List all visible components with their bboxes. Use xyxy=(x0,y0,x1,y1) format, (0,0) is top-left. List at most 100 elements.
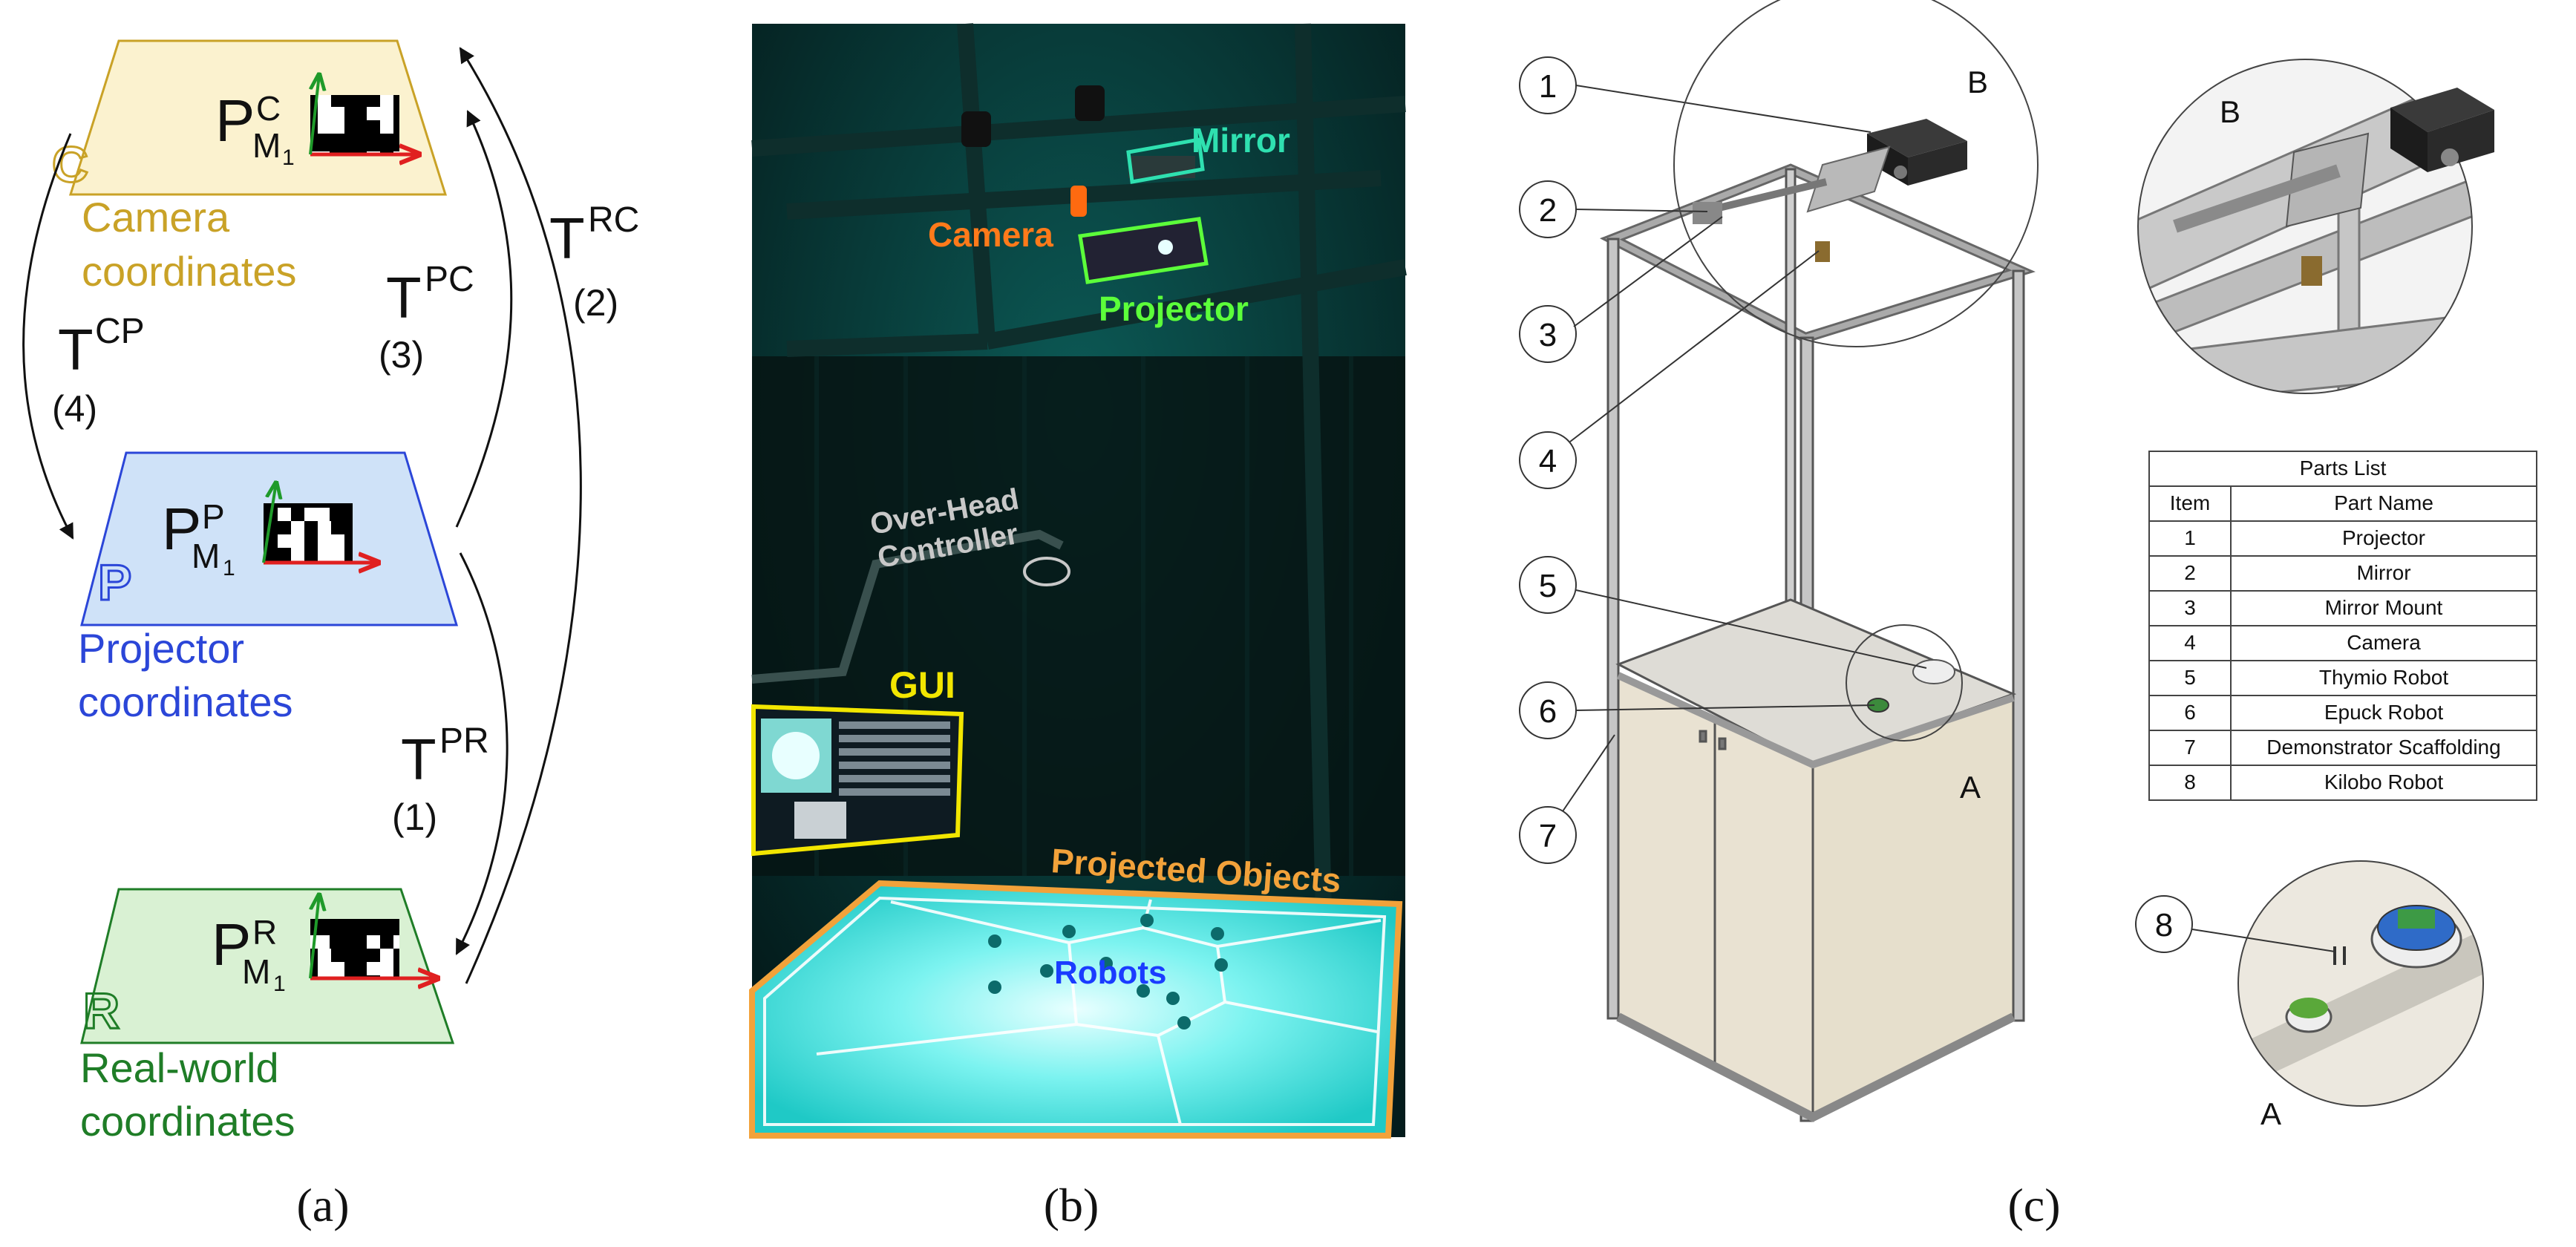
real-point-sub: M xyxy=(242,952,270,991)
aruco-marker-icon xyxy=(264,503,353,563)
projector-device xyxy=(1867,119,1967,186)
parts-table-cell-name: Thymio Robot xyxy=(2319,666,2449,689)
callout-2: 2 xyxy=(1539,192,1557,229)
camera-point-symbol: P xyxy=(215,88,255,154)
label-camera: Camera xyxy=(928,215,1053,254)
label-projector: Projector xyxy=(1099,289,1249,328)
detail-b-view: B xyxy=(2137,59,2494,394)
real-world-plane: R P R M 1 Real-world coordinates xyxy=(80,888,455,1145)
parts-table-header-item: Item xyxy=(2170,491,2210,514)
panel-a: C P C M 1 Camera coordinates P P P M 1 xyxy=(22,39,639,1145)
parts-table-cell-item: 8 xyxy=(2184,770,2196,793)
projector-label-line1: Projector xyxy=(78,625,244,672)
callouts xyxy=(1519,0,2039,864)
camera-marker-formula: P C M 1 xyxy=(215,74,419,170)
parts-table-cell-item: 6 xyxy=(2184,701,2196,724)
label-gui: GUI xyxy=(889,664,955,706)
real-point-sub-index: 1 xyxy=(273,972,286,996)
parts-table-cell-item: 1 xyxy=(2184,526,2196,549)
parts-table-cell-item: 2 xyxy=(2184,561,2196,584)
parts-table-cell-name: Epuck Robot xyxy=(2324,701,2444,724)
projector-label-line2: coordinates xyxy=(78,678,293,725)
real-point-sup: R xyxy=(252,913,277,952)
transform-cp-label: T CP (4) xyxy=(52,312,145,430)
callout-5: 5 xyxy=(1539,568,1557,604)
projector-plane: P P P M 1 Projector coordinates xyxy=(78,451,459,725)
scaffolding-frame xyxy=(1599,163,2036,1122)
svg-text:T: T xyxy=(549,206,585,271)
detail-a-title: A xyxy=(2260,1096,2281,1131)
projector-point-sub: M xyxy=(192,537,220,575)
callout-6: 6 xyxy=(1539,693,1557,730)
detail-label-b: B xyxy=(1967,65,1988,99)
callout-8: 8 xyxy=(2155,907,2173,943)
panel-c: 1 2 3 4 5 6 7 B A B xyxy=(1519,0,2537,1131)
svg-text:T: T xyxy=(401,727,437,792)
svg-text:(4): (4) xyxy=(52,388,97,430)
svg-text:PC: PC xyxy=(425,260,474,299)
real-point-symbol: P xyxy=(212,911,251,978)
label-robots: Robots xyxy=(1054,955,1167,991)
parts-table-cell-name: Kilobo Robot xyxy=(2324,770,2444,793)
callout-4: 4 xyxy=(1539,443,1557,480)
svg-text:(3): (3) xyxy=(379,334,424,376)
transform-rc-label: T RC (2) xyxy=(549,200,639,324)
svg-text:(2): (2) xyxy=(573,282,618,324)
svg-text:PR: PR xyxy=(439,721,489,761)
projector-point-symbol: P xyxy=(162,496,201,562)
detail-b-title: B xyxy=(2220,94,2240,129)
real-label-line2: coordinates xyxy=(80,1098,295,1145)
parts-table-cell-name: Camera xyxy=(2347,631,2421,654)
svg-text:(1): (1) xyxy=(392,796,437,838)
camera-device xyxy=(1815,241,1830,262)
aruco-marker-icon xyxy=(310,919,399,978)
projector-point-sup: P xyxy=(202,497,225,536)
parts-table-cell-name: Mirror Mount xyxy=(2325,596,2443,619)
label-mirror: Mirror xyxy=(1191,121,1290,160)
camera-point-sub-index: 1 xyxy=(282,145,295,170)
parts-table-cell-name: Demonstrator Scaffolding xyxy=(2266,736,2500,759)
camera-plane: C P C M 1 Camera coordinates xyxy=(51,39,448,295)
transform-pr-label: T PR (1) xyxy=(392,721,489,838)
camera-label-line2: coordinates xyxy=(82,248,297,295)
parts-table-cell-name: Mirror xyxy=(2356,561,2410,584)
arrow-cp xyxy=(22,133,74,540)
caption-c: (c) xyxy=(2007,1179,2060,1231)
parts-table-header-name: Part Name xyxy=(2334,491,2433,514)
callout-1: 1 xyxy=(1539,68,1557,105)
detail-a-view: 8 A xyxy=(2135,860,2484,1131)
parts-table-cell-item: 3 xyxy=(2184,596,2196,619)
camera-label-line1: Camera xyxy=(82,194,230,240)
camera-device-icon xyxy=(1070,186,1087,217)
ceiling-devices xyxy=(961,85,1209,284)
camera-point-sup: C xyxy=(256,89,281,128)
svg-text:T: T xyxy=(386,265,422,330)
svg-text:T: T xyxy=(58,317,94,382)
callout-3: 3 xyxy=(1539,317,1557,353)
arrow-rc xyxy=(459,47,582,984)
caption-b: (b) xyxy=(1044,1179,1099,1231)
detail-label-a: A xyxy=(1960,770,1981,805)
svg-text:RC: RC xyxy=(588,200,639,240)
real-label-line1: Real-world xyxy=(80,1044,279,1091)
callout-7: 7 xyxy=(1539,818,1557,854)
parts-table-cell-item: 4 xyxy=(2184,631,2196,654)
gui-monitor xyxy=(751,704,964,857)
aruco-marker-icon xyxy=(310,95,399,154)
projector-point-sub-index: 1 xyxy=(223,556,235,580)
parts-table-title: Parts List xyxy=(2300,456,2387,480)
projector-letter: P xyxy=(98,554,131,611)
real-letter: R xyxy=(83,983,120,1039)
transform-pc-label: T PC (3) xyxy=(379,260,474,376)
parts-table-cell-item: 5 xyxy=(2184,666,2196,689)
parts-table-cell-name: Projector xyxy=(2342,526,2425,549)
mirror-device xyxy=(1806,145,1891,213)
parts-table-cell-item: 7 xyxy=(2184,736,2196,759)
projected-floor xyxy=(749,880,1403,1139)
projector-marker-formula: P P M 1 xyxy=(162,482,379,580)
svg-text:CP: CP xyxy=(95,312,145,351)
camera-point-sub: M xyxy=(252,126,281,165)
real-marker-formula: P R M 1 xyxy=(212,894,438,996)
